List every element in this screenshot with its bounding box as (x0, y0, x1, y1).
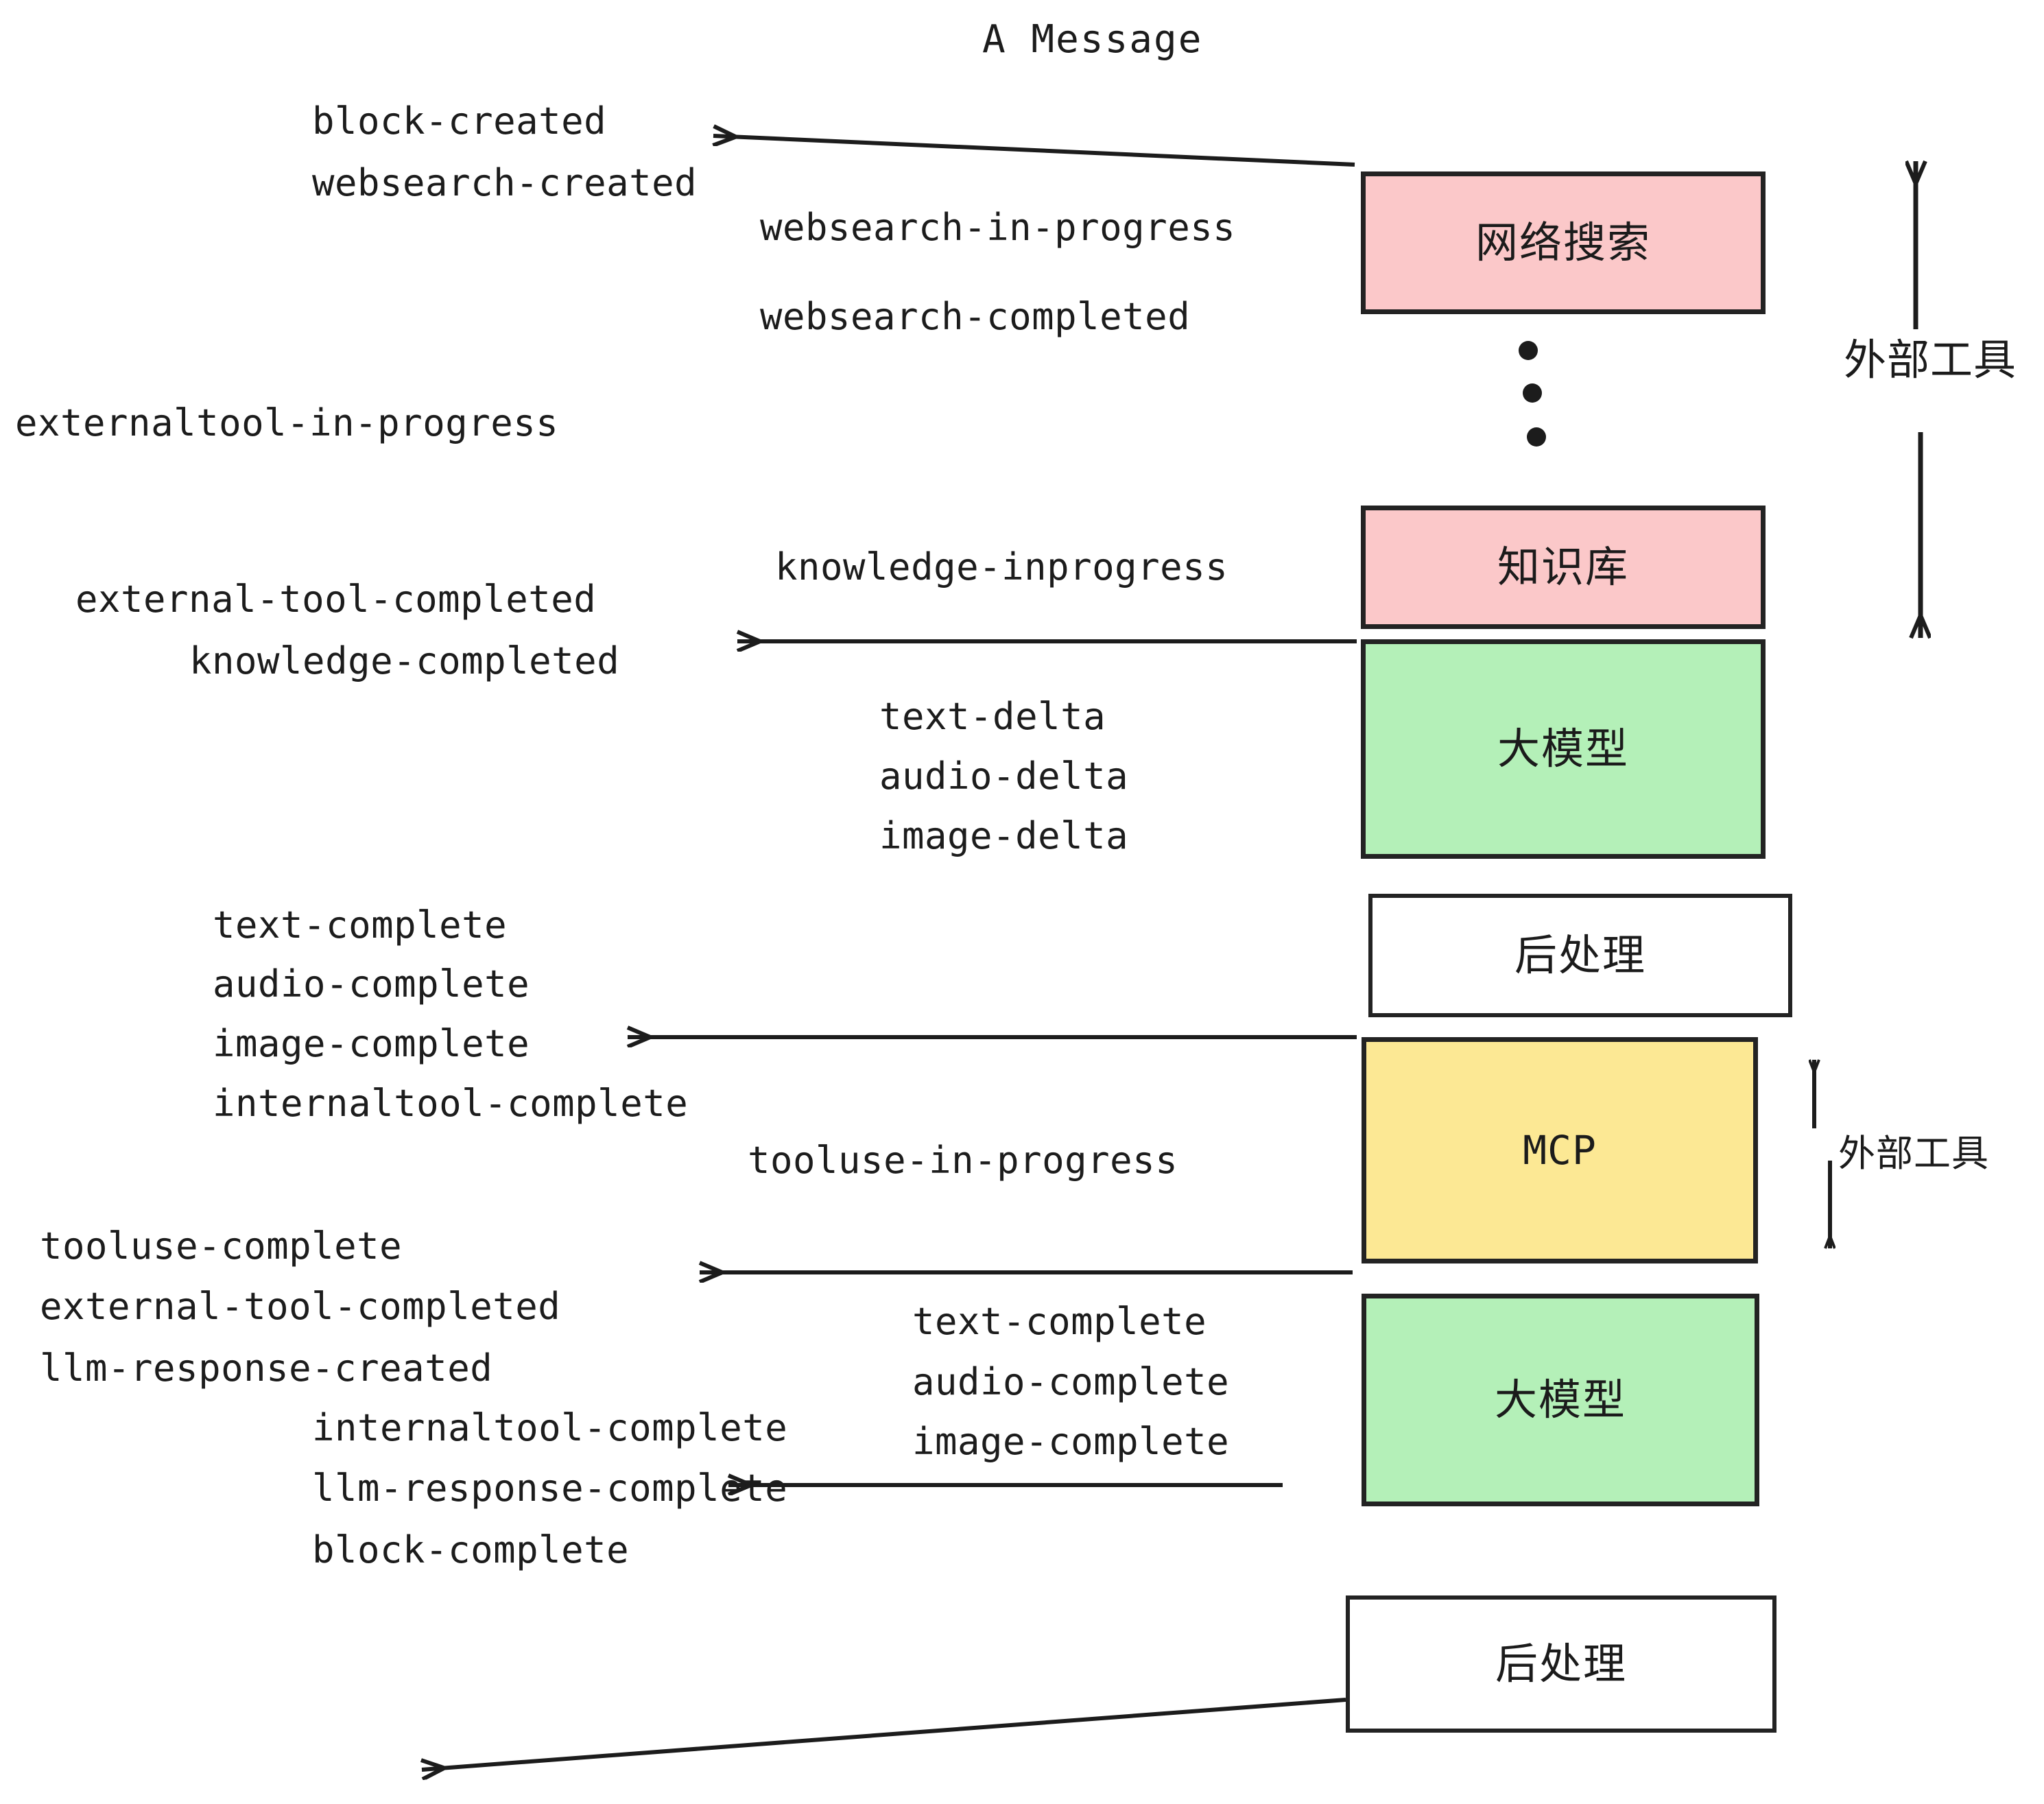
node-knowledge[interactable]: 知识库 (1361, 506, 1766, 629)
node-llm-second-label: 大模型 (1494, 1375, 1626, 1425)
node-llm-first[interactable]: 大模型 (1361, 639, 1766, 859)
node-mcp[interactable]: MCP (1362, 1037, 1758, 1263)
node-llm-second[interactable]: 大模型 (1362, 1294, 1759, 1506)
event-image-delta-2: image-complete (912, 1420, 1230, 1463)
event-text-complete-1: text-complete (213, 903, 508, 947)
event-text-delta-2: text-complete (912, 1300, 1207, 1343)
event-internaltool-complete-1: internaltool-complete (213, 1082, 689, 1125)
event-image-complete-2: block-complete (312, 1528, 630, 1571)
event-audio-complete-1: audio-complete (213, 962, 530, 1006)
event-websearch-in-progress: websearch-in-progress (760, 206, 1236, 249)
event-image-delta-1: image-delta (879, 814, 1129, 857)
event-image-complete-1: image-complete (213, 1022, 530, 1065)
side-label-external-tools-bottom-text: 外部工具 (1838, 1132, 1989, 1175)
event-external-tool-completed-2: external-tool-completed (40, 1285, 561, 1328)
ellipsis-dots (1509, 340, 1571, 463)
node-postprocess-first[interactable]: 后处理 (1368, 894, 1792, 1017)
event-audio-complete-2: llm-response-complete (312, 1467, 788, 1510)
event-websearch-completed: websearch-completed (760, 295, 1191, 338)
arrow-websearch-to-created (713, 136, 1355, 167)
event-external-tool-completed-1: external-tool-completed (75, 578, 597, 621)
event-tooluse-complete: tooluse-complete (40, 1224, 403, 1268)
side-label-external-tools-bottom: 外部工具 (1838, 1135, 1989, 1172)
node-websearch-label: 网络搜索 (1475, 217, 1651, 268)
ellipsis-dots-icon (1519, 341, 1546, 447)
diagram-title: A Message (982, 17, 1203, 62)
node-postprocess-first-label: 后处理 (1514, 930, 1646, 980)
event-text-complete-2: internaltool-complete (312, 1406, 788, 1449)
event-knowledge-inprogress: knowledge-inprogress (775, 545, 1228, 589)
arrow-postprocess-to-block-complete (422, 1698, 1346, 1770)
event-externaltool-in-progress: externaltool-in-progress (15, 401, 559, 444)
event-websearch-created: websearch-created (312, 161, 698, 204)
side-label-external-tools-top: 外部工具 (1844, 339, 2017, 381)
node-mcp-label: MCP (1523, 1127, 1597, 1174)
event-tooluse-in-progress: tooluse-in-progress (748, 1139, 1178, 1182)
event-knowledge-completed: knowledge-completed (189, 639, 620, 683)
event-audio-delta-1: audio-delta (879, 755, 1129, 798)
event-audio-delta-2: audio-complete (912, 1360, 1230, 1403)
node-postprocess-second[interactable]: 后处理 (1346, 1595, 1776, 1733)
side-label-external-tools-top-text: 外部工具 (1844, 335, 2017, 385)
node-postprocess-second-label: 后处理 (1495, 1639, 1627, 1689)
event-block-created: block-created (312, 99, 607, 143)
node-llm-first-label: 大模型 (1497, 724, 1629, 774)
event-llm-response-created: llm-response-created (40, 1346, 493, 1390)
event-text-delta-1: text-delta (879, 695, 1106, 738)
node-knowledge-label: 知识库 (1497, 542, 1629, 592)
node-websearch[interactable]: 网络搜索 (1361, 171, 1766, 314)
